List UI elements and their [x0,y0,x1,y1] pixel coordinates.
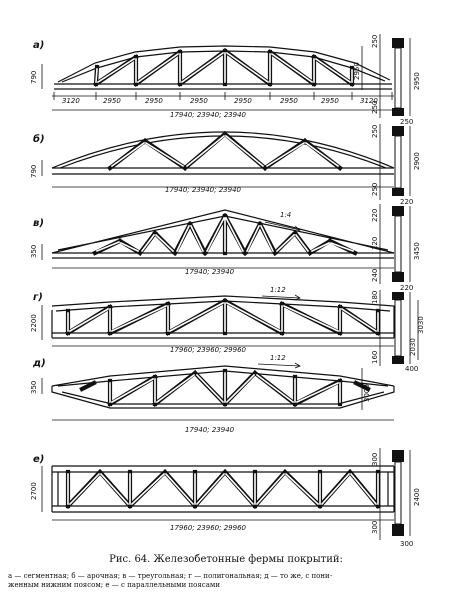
panel-a-sec-h: 2950 [413,72,421,90]
panel-b-length: 17940; 23940; 23940 [165,186,242,194]
panel-c-sec-mid: 120 [371,237,379,250]
panel-f-sec-w: 300 [400,540,413,548]
panel-b-webs [107,131,343,171]
panel-b-label: б) [33,133,45,145]
panel-c-sec-bot: 240 [371,269,379,282]
panel-b-sec-w: 220 [400,198,413,206]
panel-a-height-dim: 2950 [353,62,361,80]
panel-d-label: г) [33,292,43,303]
panel-b-sec-top: 250 [371,125,379,138]
panel-c-sec-top: 220 [371,209,379,222]
panel-a: а) 790 2950 3120 2950 2950 2950 2950 295… [30,34,421,126]
panel-f-length: 17960; 23960; 29960 [170,524,247,532]
panel-c: в) 350 1:4 17940; 23940 220 120 3450 240… [30,204,421,292]
panel-b-sec-bot: 250 [371,183,379,196]
panel-a-span-5: 2950 [234,97,252,105]
panel-f-label: е) [33,454,44,465]
panel-d-length: 17960; 23960; 29960 [170,346,247,354]
panel-c-sec-w: 220 [400,284,413,292]
panel-a-span-7: 2950 [321,97,339,105]
panel-e-height-dim: 3000 [363,384,371,402]
panel-a-sec-top: 250 [371,35,379,48]
legend-line-2: женным нижним поясом; е — с параллельным… [8,581,220,589]
panel-b-left-dim: 790 [30,165,38,178]
panel-e-label: д) [32,358,46,369]
panel-c-left-dim: 350 [30,245,38,258]
panel-f-sec-top: 300 [371,453,379,466]
panel-d-sec-top: 180 [371,291,379,304]
panel-a-left-dim: 790 [30,71,38,84]
panel-d: г) 2200 1:12 17960; 23960; 29960 180 303… [30,286,425,373]
panel-d-sec-bot: 160 [371,351,379,364]
panel-a-span-2: 2950 [103,97,121,105]
panel-d-sec-w: 400 [405,365,418,373]
panel-f-sec-h: 2400 [413,488,421,506]
panel-c-label: в) [33,218,44,229]
panel-d-slope: 1:12 [270,286,286,294]
panel-d-sec-h1: 3030 [417,316,425,334]
panel-a-sec-bot: 250 [371,101,379,114]
panel-e-left-dim: 350 [30,381,38,394]
panel-b-bottom-chord [52,167,394,175]
panel-b: б) 790 17940; 23940; 23940 250 2900 250 … [30,124,421,206]
panel-a-label: а) [33,40,44,51]
panel-f-left-dim: 2700 [30,482,38,500]
panel-f: е) 2700 17960; 23960; 29960 300 2400 300… [30,448,421,548]
panel-c-length: 17940; 23940 [185,268,235,276]
panel-c-slope: 1:4 [280,211,291,219]
panel-e-slope: 1:12 [270,354,286,362]
panel-b-sec-h: 2900 [413,152,421,170]
panel-a-length: 17940; 23940; 23940 [170,111,247,119]
panel-a-span-4: 2950 [190,97,208,105]
panel-d-sec-h2: 2030 [409,338,417,356]
panel-a-top-chord [57,45,391,83]
panel-c-sec-h: 3450 [413,242,421,260]
panel-a-sec-w: 250 [400,118,413,126]
figure-legend: а — сегментная; б — арочная; в — треугол… [8,572,448,590]
panel-a-span-1: 3120 [62,97,80,105]
panel-f-bottom-chord [51,466,395,513]
figure-caption: Рис. 64. Железобетонные фермы покрытий: [109,554,343,565]
panel-a-span-3: 2950 [145,97,163,105]
legend-line-1: а — сегментная; б — арочная; в — треугол… [8,572,333,580]
panel-f-sec-bot: 300 [371,521,379,534]
panel-a-span-8: 3120 [360,97,378,105]
panel-e-length: 17940; 23940 [185,426,235,434]
panel-a-span-6: 2950 [280,97,298,105]
panel-e: д) 350 1:12 3000 17940; 23940 [30,354,395,434]
panel-d-left-dim: 2200 [30,314,38,332]
